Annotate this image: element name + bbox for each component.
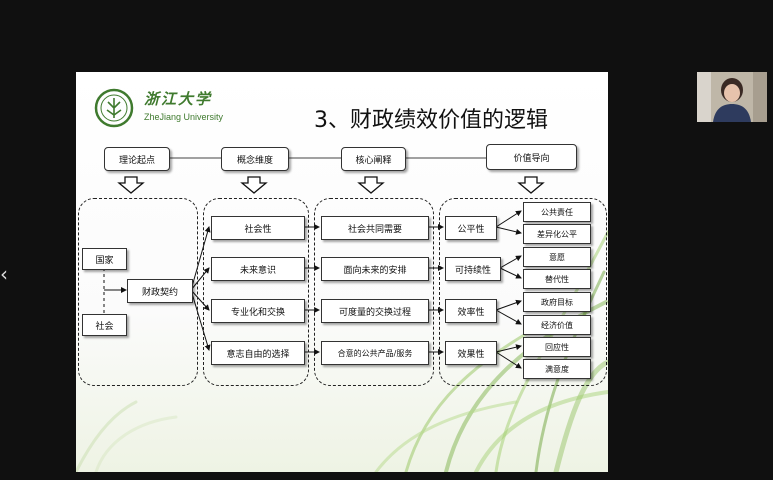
group-theory-origin [78,198,198,386]
header-theory-origin: 理论起点 [104,147,170,171]
sub-satisfaction: 满意度 [523,359,591,379]
group-value-orientation [439,198,607,386]
connector-lines [103,157,545,369]
slide-title: 3、财政绩效价值的逻辑 [314,108,548,133]
group-core-interpretation [314,198,434,386]
core-future-arrangement: 面向未来的安排 [321,257,429,281]
sub-responsiveness: 回应性 [523,337,591,357]
prev-slide-icon[interactable]: ‹ [0,262,8,286]
concept-future-awareness: 未来意识 [211,257,305,281]
university-name-en: ZheJiang University [144,112,224,122]
sub-government-goals: 政府目标 [523,292,591,312]
sub-differentiated-fairness: 差异化公平 [523,224,591,244]
core-measurable-exchange: 可度量的交换过程 [321,299,429,323]
zju-logo-icon [94,88,134,128]
node-country: 国家 [82,248,127,270]
group-concept-dimension [203,198,309,386]
value-efficiency: 效率性 [445,299,497,323]
header-concept-dimension: 概念维度 [221,147,289,171]
concept-specialization-exchange: 专业化和交换 [211,299,305,323]
presentation-slide: 浙江大学 ZheJiang University 3、财政绩效价值的逻辑 [76,72,608,472]
node-fiscal-contract: 财政契约 [127,279,193,303]
core-common-needs: 社会共同需要 [321,216,429,240]
speaker-avatar [697,72,767,122]
core-public-goods-services: 合意的公共产品/服务 [321,341,429,365]
value-fairness: 公平性 [445,216,497,240]
header-value-orientation: 价值导向 [486,144,577,170]
header-core-interpretation: 核心阐释 [341,147,406,171]
speaker-video-thumbnail[interactable] [697,72,767,122]
value-effectiveness: 效果性 [445,341,497,365]
sub-willingness: 意愿 [523,247,591,267]
sub-substitutability: 替代性 [523,269,591,289]
concept-free-will-choice: 意志自由的选择 [211,341,305,365]
value-sustainability: 可持续性 [445,257,501,281]
sub-economic-value: 经济价值 [523,315,591,335]
sub-public-responsibility: 公共責任 [523,202,591,222]
node-society: 社会 [82,314,127,336]
concept-social: 社会性 [211,216,305,240]
university-name-cn: 浙江大学 [144,90,213,108]
